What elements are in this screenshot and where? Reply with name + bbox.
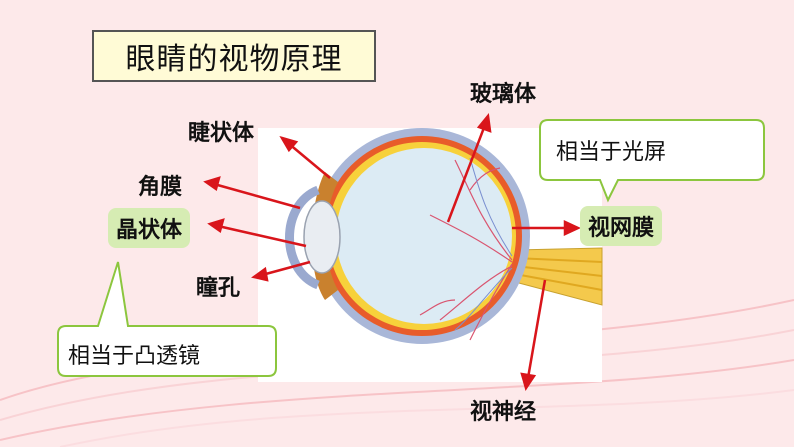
cornea-shape <box>285 185 321 290</box>
label-pupil: 瞳孔 <box>196 276 241 301</box>
label-ciliary-body: 睫状体 <box>188 121 255 146</box>
lens-shape <box>303 200 341 274</box>
lens-callout-text: 相当于凸透镜 <box>68 344 201 369</box>
retina-callout-text: 相当于光屏 <box>556 140 667 165</box>
label-vitreous: 玻璃体 <box>470 82 537 107</box>
label-optic-nerve: 视神经 <box>470 400 537 425</box>
page-title: 眼睛的视物原理 <box>92 30 376 82</box>
label-cornea: 角膜 <box>138 175 183 200</box>
label-lens: 晶状体 <box>108 208 191 248</box>
label-retina: 视网膜 <box>580 206 663 246</box>
vitreous-shape <box>336 148 512 324</box>
lens-callout-shape <box>57 261 277 377</box>
retina-callout-shape <box>539 119 765 203</box>
